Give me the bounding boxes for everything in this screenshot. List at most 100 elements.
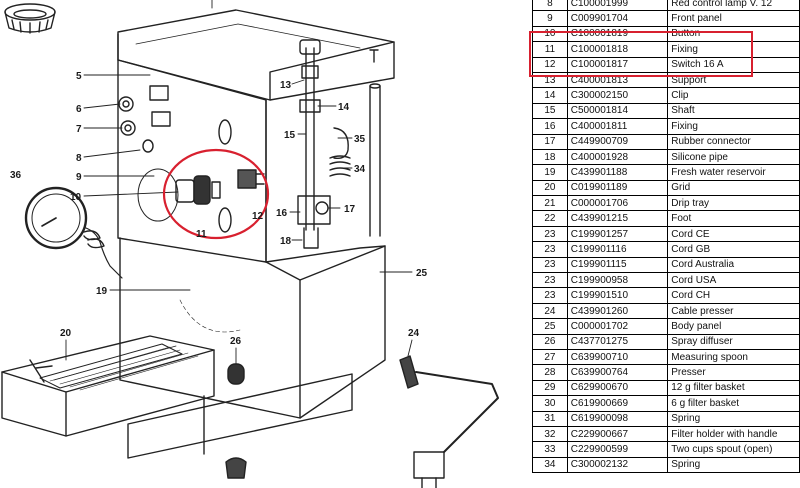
part-description-cell: Fixing [667,118,800,135]
part-number-cell: 16 [532,118,568,135]
part-description-cell: Switch 16 A [667,56,800,73]
part-description-cell: Two cups spout (open) [667,441,800,458]
part-number-cell: 15 [532,102,568,120]
part-number-cell: 14 [532,87,568,104]
part-description-cell: Button [667,25,800,43]
callout-label: 18 [280,236,292,247]
part-description-cell: Grid [667,179,800,197]
part-number-cell: 12 [532,56,568,73]
callout-label: 20 [60,328,72,339]
part-number-cell: 21 [532,195,568,212]
part-number-cell: 23 [532,241,568,258]
part-code-cell: C639900710 [566,348,669,366]
callout-label: 34 [354,164,366,175]
part-code-cell: C400001813 [566,71,669,89]
callout-label: 36 [10,170,22,181]
part-description-cell: Foot [667,210,800,227]
drip-tray [1,335,353,459]
part-number-cell: 34 [532,456,568,474]
part-code-cell: C000001702 [566,318,669,335]
part-code-cell: C439901215 [566,210,669,227]
callout-label: 6 [76,104,82,115]
part-code-cell: C400001928 [566,148,669,166]
part-code-cell: C199901510 [566,287,669,304]
part-number-cell: 13 [532,71,568,89]
part-code-cell: C437701275 [566,333,669,350]
part-code-cell: C500001814 [566,102,669,120]
callout-label: 9 [76,172,82,183]
callout-label: 26 [230,336,242,347]
part-number-cell: 25 [532,318,568,335]
callout-label: 25 [416,268,428,279]
callout-label: 16 [276,208,288,219]
callout-label: 35 [354,134,366,145]
part-code-cell: C000001706 [566,195,669,212]
part-code-cell: C100001999 [566,0,669,12]
part-number-cell: 8 [532,0,568,12]
part-number-cell: 9 [532,10,568,27]
exploded-diagram: 5 6 7 8 9 10 11 12 13 14 15 16 17 18 19 … [1,0,499,488]
cap-part [4,3,56,34]
part-description-cell: Support [667,71,800,89]
part-description-cell: Shaft [667,102,800,120]
part-code-cell: C199900958 [566,272,669,289]
part-number-cell: 28 [532,364,568,381]
part-number-cell: 20 [532,179,568,197]
part-number-cell: 23 [532,272,568,289]
part-code-cell: C100001818 [566,41,669,58]
part-code-cell: C019901189 [566,179,669,197]
part-description-cell: Fresh water reservoir [667,164,800,181]
callout-label: 17 [344,204,356,215]
part-code-cell: C400001811 [566,118,669,135]
part-number-cell: 22 [532,210,568,227]
part-number-cell: 19 [532,164,568,181]
part-number-cell: 31 [532,410,568,427]
part-number-cell: 26 [532,333,568,350]
callout-label: 19 [96,286,108,297]
part-code-cell: C229900599 [566,441,669,458]
part-description-cell: Drip tray [667,195,800,212]
part-description-cell: Clip [667,87,800,104]
part-code-cell: C629900670 [566,379,669,397]
part-number-cell: 23 [532,225,568,243]
callout-label: 14 [338,102,350,113]
callout-label: 13 [280,80,292,91]
part-description-cell: Cord Australia [667,256,800,274]
part-code-cell: C199901257 [566,225,669,243]
part-code-cell: C619900098 [566,410,669,427]
part-code-cell: C449900709 [566,133,669,150]
part-description-cell: Cord USA [667,272,800,289]
pressure-gauge [24,186,123,279]
part-number-cell: 32 [532,425,568,443]
callout-label: 8 [76,153,82,164]
part-description-cell: Cord CH [667,287,800,304]
part-number-cell: 29 [532,379,568,397]
part-description-cell: Spring [667,410,800,427]
part-description-cell: Rubber connector [667,133,800,150]
part-code-cell: C100001819 [566,25,669,43]
part-number-cell: 24 [532,302,568,320]
part-number-cell: 18 [532,148,568,166]
